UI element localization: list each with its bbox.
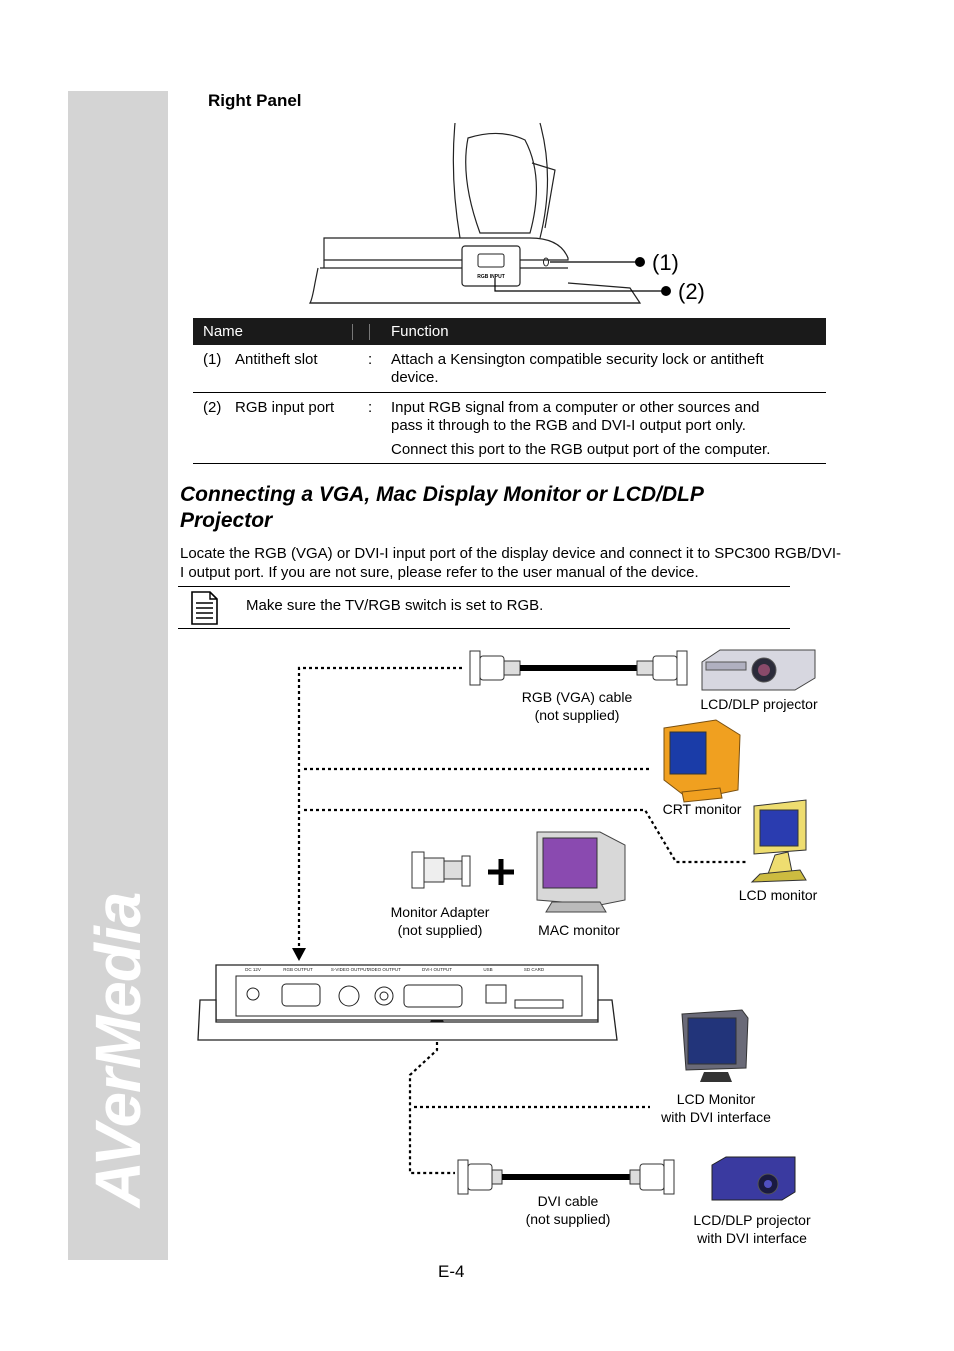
spc300-rear-panel: DC 12V RGB OUTPUT S-VIDEO OUTPUT VIDEO O…	[197, 964, 618, 1041]
row-function-line: Input RGB signal from a computer or othe…	[391, 399, 760, 416]
row-function-line: Attach a Kensington compatible security …	[391, 351, 764, 368]
row-name: RGB input port	[235, 399, 335, 416]
panel-label: USB	[483, 967, 492, 972]
panel-label: SD CARD	[524, 967, 545, 972]
label-line: DVI cable	[537, 1193, 599, 1209]
note-bottom-rule	[178, 628, 790, 629]
label-line: with DVI interface	[661, 1109, 771, 1125]
panel-label: DVI-I OUTPUT	[422, 967, 452, 972]
callout-2: (2)	[678, 279, 705, 304]
note-icon	[191, 591, 218, 625]
panel-label: DC 12V	[245, 967, 261, 972]
lcd-projector-label: LCD/DLP projector	[700, 696, 818, 712]
function-table: Name Function (1) Antitheft slot : Attac…	[193, 318, 826, 464]
vga-cable-icon	[469, 650, 688, 686]
row-function-line: device.	[391, 369, 439, 386]
panel-label: S-VIDEO OUTPUT	[331, 967, 370, 972]
lcd-dvi-monitor-label: LCD Monitor with DVI interface	[661, 1090, 771, 1126]
crt-monitor-label: CRT monitor	[662, 801, 742, 817]
rgb-cable-label: RGB (VGA) cable (not supplied)	[522, 688, 632, 724]
heading-line: Projector	[180, 509, 273, 532]
row-name: Antitheft slot	[235, 351, 318, 368]
table-row: (2) RGB input port : Input RGB signal fr…	[193, 393, 826, 464]
projector-dvi-label: LCD/DLP projector with DVI interface	[693, 1211, 810, 1247]
projector-dvi-icon	[711, 1156, 796, 1201]
monitor-adapter-label: Monitor Adapter (not supplied)	[391, 903, 490, 939]
dvi-cable-label: DVI cable (not supplied)	[526, 1192, 611, 1228]
label-line: with DVI interface	[697, 1230, 807, 1246]
sidebar-band	[68, 91, 168, 1260]
projector-icon	[701, 649, 816, 691]
label-line: LCD/DLP projector	[693, 1212, 811, 1228]
lcd-dvi-monitor-icon	[681, 1009, 749, 1082]
row-number: (1)	[203, 351, 222, 368]
section-title: Right Panel	[208, 91, 302, 110]
right-panel-illustration: RGB INPUT (1) (2)	[308, 122, 705, 304]
arrow-down-icon	[292, 948, 306, 961]
header-divider	[369, 324, 370, 340]
monitor-adapter-icon	[411, 851, 471, 889]
section-heading: Connecting a VGA, Mac Display Monitor or…	[180, 482, 800, 534]
label-line: RGB (VGA) cable	[521, 689, 633, 705]
lcd-monitor-icon	[750, 799, 807, 883]
crt-monitor-icon	[663, 719, 741, 803]
panel-label: VIDEO OUTPUT	[367, 967, 401, 972]
plus-icon	[488, 859, 514, 885]
header-divider	[352, 324, 353, 340]
label-line: (not supplied)	[525, 1211, 611, 1227]
panel-label: RGB OUTPUT	[283, 967, 313, 972]
note-text: Make sure the TV/RGB switch is set to RG…	[246, 597, 544, 614]
mac-monitor-label: MAC monitor	[538, 922, 620, 938]
label-line: LCD Monitor	[676, 1091, 756, 1107]
dvi-cable-icon	[457, 1159, 675, 1195]
rgb-input-port-label: RGB INPUT	[477, 274, 505, 280]
table-header: Name Function	[193, 318, 826, 345]
instruction-paragraph: Locate the RGB (VGA) or DVI-I input port…	[180, 545, 841, 581]
page-number: E-4	[438, 1262, 465, 1281]
label-line: (not supplied)	[534, 707, 620, 723]
row-function-line: Connect this port to the RGB output port…	[391, 441, 771, 458]
table-row: (1) Antitheft slot : Attach a Kensington…	[193, 345, 826, 393]
mac-monitor-icon	[536, 831, 626, 913]
lcd-monitor-label: LCD monitor	[738, 887, 818, 903]
label-line: Monitor Adapter	[390, 904, 490, 920]
callout-1: (1)	[652, 250, 679, 275]
row-separator: :	[368, 399, 373, 416]
header-name: Name	[203, 323, 244, 340]
note-top-rule	[178, 586, 790, 587]
row-number: (2)	[203, 399, 222, 416]
heading-line: Connecting a VGA, Mac Display Monitor or…	[180, 483, 704, 506]
row-separator: :	[368, 351, 373, 368]
row-function-line: pass it through to the RGB and DVI-I out…	[391, 417, 746, 434]
label-line: (not supplied)	[397, 922, 483, 938]
header-function: Function	[391, 323, 449, 340]
